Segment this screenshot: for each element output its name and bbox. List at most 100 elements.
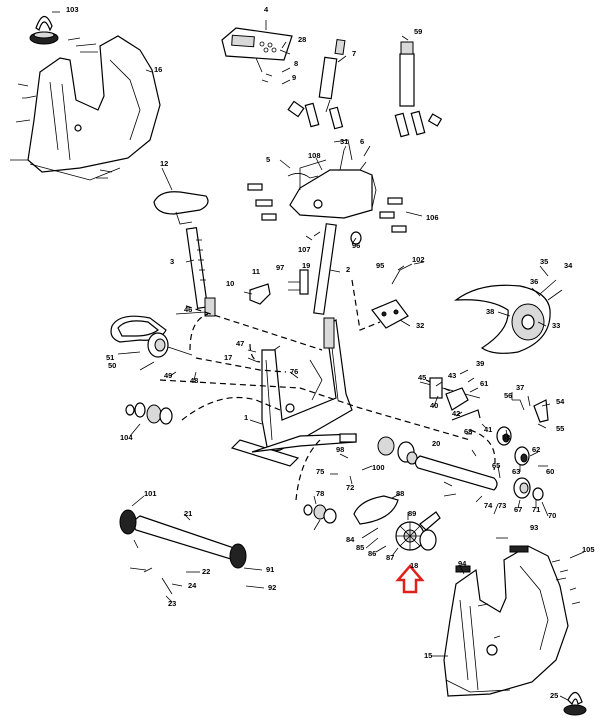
callout-74: 74 [484, 501, 493, 510]
part-console-4 [221, 27, 293, 83]
callout-7: 7 [352, 49, 356, 58]
callout-42: 42 [452, 409, 460, 418]
callout-96: 96 [352, 241, 360, 250]
callout-43: 43 [448, 371, 456, 380]
callout-1: 1 [244, 413, 248, 422]
callout-86: 86 [368, 549, 376, 558]
callout-36: 36 [530, 277, 538, 286]
callout-12: 12 [160, 159, 168, 168]
callout-73: 73 [498, 501, 506, 510]
callout-10: 10 [226, 279, 234, 288]
part-main-frame-1 [230, 317, 357, 467]
callout-68: 68 [464, 427, 472, 436]
callout-85: 85 [356, 543, 364, 552]
part-pulley-50 [147, 332, 193, 358]
callout-72: 72 [346, 483, 354, 492]
callout-labels: 1234567891011121516171819202122232425283… [66, 5, 595, 700]
callout-28: 28 [298, 35, 306, 44]
callout-8: 8 [294, 59, 298, 68]
callout-76: 76 [290, 367, 298, 376]
callout-97: 97 [276, 263, 284, 272]
callout-93: 93 [530, 523, 538, 532]
callout-45: 45 [418, 373, 426, 382]
callout-9: 9 [292, 73, 296, 82]
callout-62: 62 [532, 445, 540, 454]
callout-37: 37 [516, 383, 524, 392]
part-bearings [125, 402, 544, 524]
callout-56: 56 [504, 391, 512, 400]
part-seat-12 [153, 191, 209, 225]
callout-108: 108 [308, 151, 321, 160]
part-axle-20 [414, 455, 498, 491]
part-upper-frame [247, 139, 407, 233]
callout-100: 100 [372, 463, 385, 472]
callout-11: 11 [252, 267, 260, 276]
callout-18: 18 [410, 561, 418, 570]
callout-59: 59 [414, 27, 422, 36]
callout-87: 87 [386, 553, 394, 562]
callout-31: 31 [340, 137, 348, 146]
callout-89: 89 [408, 509, 416, 518]
callout-95: 95 [376, 261, 384, 270]
part-right-cover-15 [443, 545, 569, 697]
callout-6: 6 [360, 137, 364, 146]
part-handlebar-post-59 [399, 41, 415, 107]
callout-2: 2 [346, 265, 350, 274]
callout-3: 3 [170, 257, 174, 266]
callout-16: 16 [154, 65, 162, 74]
part-knob-11 [243, 283, 271, 305]
callout-58: 58 [502, 433, 510, 442]
part-left-cover-16 [10, 35, 161, 181]
part-foot-leveler-103 [29, 15, 59, 45]
part-screws-105 [551, 559, 581, 605]
part-seat-post-3 [185, 227, 216, 317]
callout-39: 39 [476, 359, 484, 368]
callout-49: 49 [164, 371, 172, 380]
callout-67: 67 [514, 505, 522, 514]
callout-50: 50 [108, 361, 116, 370]
callout-98: 98 [336, 445, 344, 454]
callout-15: 15 [424, 651, 432, 660]
callout-102: 102 [412, 255, 425, 264]
callout-47: 47 [236, 339, 244, 348]
callout-94: 94 [458, 559, 467, 568]
part-flywheel-cover-38 [454, 279, 563, 354]
callout-63: 63 [512, 467, 520, 476]
callout-65: 65 [492, 461, 500, 470]
highlight-arrow [395, 564, 425, 594]
callout-22: 22 [202, 567, 210, 576]
callout-60: 60 [546, 467, 554, 476]
callout-71: 71 [532, 505, 540, 514]
callout-40: 40 [430, 401, 438, 410]
callout-19: 19 [302, 261, 310, 270]
callout-20: 20 [432, 439, 440, 448]
callout-106: 106 [426, 213, 439, 222]
callout-55: 55 [556, 424, 564, 433]
callout-33: 33 [552, 321, 560, 330]
callout-4: 4 [264, 5, 269, 14]
callout-24: 24 [188, 581, 197, 590]
part-bracket-32 [371, 263, 413, 329]
callout-103: 103 [66, 5, 79, 14]
callout-92: 92 [268, 583, 276, 592]
leader-lines [52, 11, 585, 701]
callout-70: 70 [548, 511, 556, 520]
callout-84: 84 [346, 535, 355, 544]
callout-5: 5 [266, 155, 270, 164]
part-seat-tube-2 [313, 223, 362, 315]
callout-88: 88 [396, 489, 404, 498]
callout-38: 38 [486, 307, 494, 316]
part-handlebar-post-7 [318, 38, 346, 113]
callout-21: 21 [184, 509, 192, 518]
part-stabilizer-21 [119, 509, 247, 595]
callout-104: 104 [120, 433, 133, 442]
part-foot-leveler-25 [563, 691, 587, 716]
callout-34: 34 [564, 261, 573, 270]
callout-105: 105 [582, 545, 595, 554]
part-drive-pulley-89 [395, 511, 441, 551]
callout-17: 17 [224, 353, 232, 362]
callout-107: 107 [298, 245, 311, 254]
callout-75: 75 [316, 467, 324, 476]
callout-51: 51 [106, 353, 114, 362]
